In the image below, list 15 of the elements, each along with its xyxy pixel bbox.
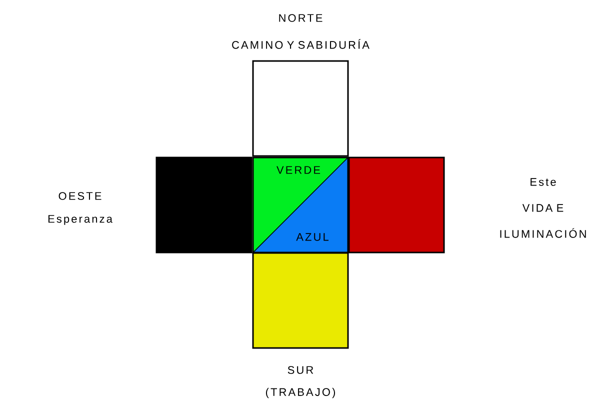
cell-label: AZUL	[296, 233, 328, 241]
square	[252, 252, 349, 349]
direction-label: OESTE	[58, 192, 102, 200]
split-square	[252, 156, 349, 254]
square	[348, 156, 445, 254]
direction-label: NORTE	[279, 14, 322, 22]
direction-label: VIDA E ILUMINACIÓN	[500, 204, 586, 238]
direction-label: Esperanza	[48, 215, 112, 225]
direction-label: (TRABAJO)	[266, 388, 335, 398]
square	[252, 60, 349, 157]
square	[156, 156, 252, 254]
cell-label: VERDE	[276, 166, 320, 174]
direction-label: CAMINO Y SABIDURÍA	[232, 39, 370, 49]
direction-label: SUR	[288, 366, 314, 374]
direction-label: Este	[530, 178, 556, 186]
